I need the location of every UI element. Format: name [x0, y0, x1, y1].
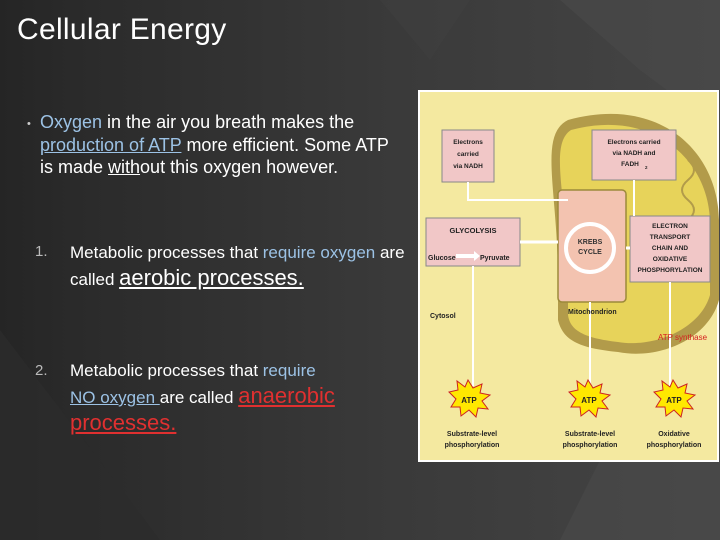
- item-2-text: Metabolic processes that require NO oxyge…: [70, 358, 405, 437]
- electrons-nadh-3: via NADH: [453, 163, 483, 170]
- item-1-part: Metabolic processes that: [70, 243, 263, 262]
- krebs-label-1: KREBS: [578, 239, 603, 246]
- slide-title: Cellular Energy: [17, 13, 227, 46]
- respiration-diagram: KREBS CYCLE ELECTRON TRANSPORT CHAIN AND…: [418, 90, 719, 462]
- oxidative-label-b: phosphorylation: [647, 442, 702, 449]
- atp-burst-1: ATP: [448, 378, 492, 418]
- krebs-panel: [557, 189, 627, 303]
- bullet-marker: •: [27, 118, 31, 130]
- glycolysis-label: GLYCOLYSIS: [450, 226, 497, 235]
- glycolysis-arrowhead: [474, 251, 480, 261]
- bullet-text-part: this oxygen however.: [165, 157, 339, 177]
- etc-label-5: PHOSPHORYLATION: [637, 267, 702, 274]
- substrate-level-1b: phosphorylation: [445, 442, 500, 449]
- term-no-oxygen: NO oxygen: [70, 388, 160, 407]
- etc-label-2: TRANSPORT: [650, 234, 690, 241]
- bullet-text-part: more efficient. Some ATP is made: [40, 134, 389, 178]
- cytosol-label: Cytosol: [430, 313, 456, 320]
- electrons-fadh-3: FADH: [621, 161, 639, 168]
- electrons-nadh-1: Electrons: [453, 139, 483, 146]
- atp-synthase-label: ATP synthase: [658, 333, 708, 342]
- electrons-nadh-box: [441, 129, 495, 183]
- pyruvate-label: Pyruvate: [480, 255, 510, 262]
- term-out: out: [140, 157, 166, 177]
- item-2-number: 2.: [35, 362, 48, 379]
- nadh-flow-line: [467, 182, 568, 201]
- oxidative-label-a: Oxidative: [658, 431, 690, 438]
- krebs-label-2: CYCLE: [578, 249, 602, 256]
- item-2-part: are called: [159, 388, 239, 407]
- term-oxygen: Oxygen: [40, 112, 103, 132]
- term-require-oxygen: require oxygen: [262, 243, 376, 262]
- fadh-subscript: 2: [645, 165, 648, 170]
- term-aerobic-processes: aerobic processes.: [119, 265, 304, 290]
- term-production-of-atp: production of ATP: [40, 134, 182, 155]
- electrons-fadh-1: Electrons carried: [607, 139, 660, 146]
- atp-label-2: ATP: [581, 396, 597, 405]
- electrons-nadh-2: carried: [457, 151, 479, 158]
- etc-label-3: CHAIN AND: [652, 245, 689, 252]
- electrons-fadh-box: [591, 129, 677, 181]
- atp-label-3: ATP: [666, 396, 682, 405]
- item-1-number: 1.: [35, 243, 48, 260]
- atp-label-1: ATP: [461, 396, 477, 405]
- electrons-fadh-2: via NADH and: [613, 150, 656, 157]
- substrate-level-2a: Substrate-level: [565, 431, 615, 438]
- etc-label-4: OXIDATIVE: [653, 256, 688, 263]
- mitochondrion-label: Mitochondrion: [568, 309, 617, 316]
- bullet-text: Oxygen in the air you breath makes the p…: [40, 111, 400, 179]
- term-with: with: [108, 157, 141, 177]
- term-require: require: [262, 361, 316, 380]
- item-1-text: Metabolic processes that require oxygen …: [70, 240, 405, 292]
- atp-burst-2: ATP: [568, 378, 612, 418]
- item-1-part: are called: [70, 243, 405, 289]
- krebs-cycle-ring: [564, 222, 616, 274]
- substrate-level-1a: Substrate-level: [447, 431, 497, 438]
- etc-label-1: ELECTRON: [652, 223, 688, 230]
- item-2-part: Metabolic processes that: [70, 361, 263, 380]
- term-anaerobic-processes: anaerobic processes.: [70, 383, 335, 435]
- glucose-label: Glucose: [428, 255, 456, 262]
- atp-burst-3: ATP: [653, 378, 697, 418]
- substrate-level-2b: phosphorylation: [563, 442, 618, 449]
- bullet-text-part: in the air you breath makes the: [102, 112, 355, 132]
